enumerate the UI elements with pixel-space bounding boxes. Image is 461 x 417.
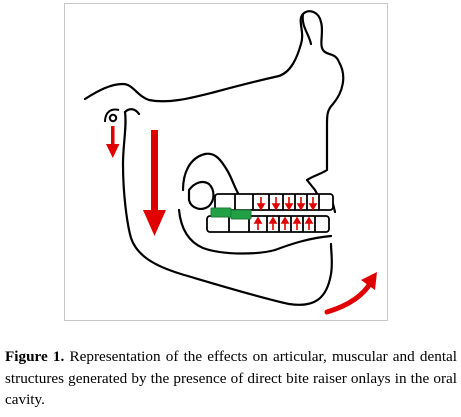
figure-caption-text: Representation of the effects on articul… — [5, 348, 458, 408]
jaw-illustration — [83, 10, 377, 315]
mandible-outline — [121, 110, 333, 306]
rear-molar-outline — [187, 180, 215, 210]
rotation-arrow — [324, 272, 377, 315]
figure-caption: Figure 1. Representation of the effects … — [5, 346, 457, 411]
muscle-force-arrow — [143, 130, 166, 236]
figure-label: Figure 1. — [5, 348, 65, 365]
figure-panel — [64, 3, 388, 321]
condyle-arrow — [106, 126, 120, 158]
lower-teeth-row — [206, 215, 330, 233]
upper-teeth-row — [214, 193, 334, 211]
upper-arch-curve — [181, 152, 267, 206]
condyle-joint — [104, 108, 120, 123]
tooth-force-arrows — [253, 197, 318, 230]
bite-raiser-onlays — [210, 207, 252, 220]
skull-notch — [301, 12, 313, 46]
lower-arch-curve — [177, 208, 333, 255]
ramus-inner-line — [123, 108, 141, 116]
